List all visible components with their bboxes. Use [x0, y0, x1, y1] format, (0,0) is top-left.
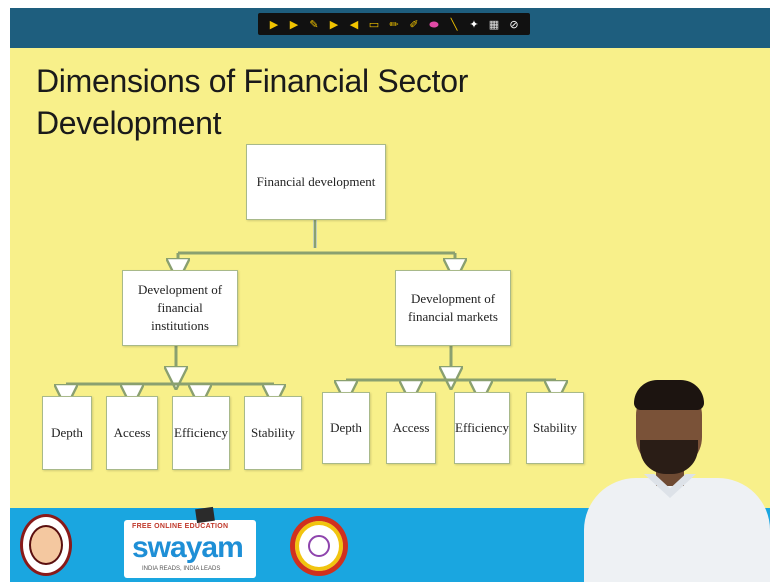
- clear-icon[interactable]: ⊘: [509, 17, 519, 31]
- swayam-logo: FREE ONLINE EDUCATION swayam INDIA READS…: [124, 506, 256, 578]
- slide-title: Dimensions of Financial Sector Developme…: [36, 63, 469, 141]
- swayam-subtag: INDIA READS, INDIA LEADS: [142, 566, 221, 572]
- annotation-toolbar[interactable]: ▶ ▶ ✎ ▶ ◀ ▭ ✏ ✐ ⬬ ╲ ✦ ▦ ⊘: [258, 13, 530, 35]
- leaf-markets-stability: Stability: [526, 392, 584, 464]
- leaf-markets-access: Access: [386, 392, 436, 464]
- swayam-wordmark: swayam: [132, 531, 244, 564]
- pointer-icon[interactable]: ▶: [289, 17, 299, 31]
- leaf-institutions-stability: Stability: [244, 396, 302, 470]
- arrow-icon[interactable]: ◀: [349, 17, 359, 31]
- shape-icon[interactable]: ▭: [368, 17, 380, 31]
- presenter-shirt: [584, 478, 770, 582]
- branch-node-institutions: Development of financial institutions: [122, 270, 238, 346]
- leaf-markets-depth: Depth: [322, 392, 370, 464]
- presenter-hair: [634, 380, 704, 410]
- presenter-video: [580, 370, 770, 582]
- slide-top-bar: ▶ ▶ ✎ ▶ ◀ ▭ ✏ ✐ ⬬ ╲ ✦ ▦ ⊘: [10, 8, 770, 48]
- pointer-icon[interactable]: ▶: [329, 17, 339, 31]
- swayam-tagline: FREE ONLINE EDUCATION: [132, 523, 229, 530]
- eraser-icon[interactable]: ⬬: [429, 17, 439, 31]
- line-icon[interactable]: ╲: [450, 17, 458, 31]
- nptel-logo: [290, 516, 348, 576]
- pointer-icon[interactable]: ▶: [269, 17, 279, 31]
- leaf-institutions-efficiency: Efficiency: [172, 396, 230, 470]
- graduation-cap-icon: [195, 506, 215, 524]
- highlighter-icon[interactable]: ✐: [409, 17, 419, 31]
- nptel-emblem-icon: [308, 535, 330, 557]
- leaf-markets-efficiency: Efficiency: [454, 392, 510, 464]
- leaf-institutions-depth: Depth: [42, 396, 92, 470]
- iit-logo: [20, 514, 72, 576]
- slide: ▶ ▶ ✎ ▶ ◀ ▭ ✏ ✐ ⬬ ╲ ✦ ▦ ⊘ Dimensions of Financial Se…: [10, 8, 770, 582]
- pencil-icon[interactable]: ✏: [389, 17, 399, 31]
- laser-icon[interactable]: ✦: [469, 17, 479, 31]
- pen-icon[interactable]: ✎: [309, 17, 319, 31]
- presenter-beard: [640, 440, 698, 474]
- branch-node-markets: Development of financial markets: [395, 270, 511, 346]
- leaf-institutions-access: Access: [106, 396, 158, 470]
- root-node-financial-development: Financial development: [246, 144, 386, 220]
- grid-icon[interactable]: ▦: [488, 17, 500, 31]
